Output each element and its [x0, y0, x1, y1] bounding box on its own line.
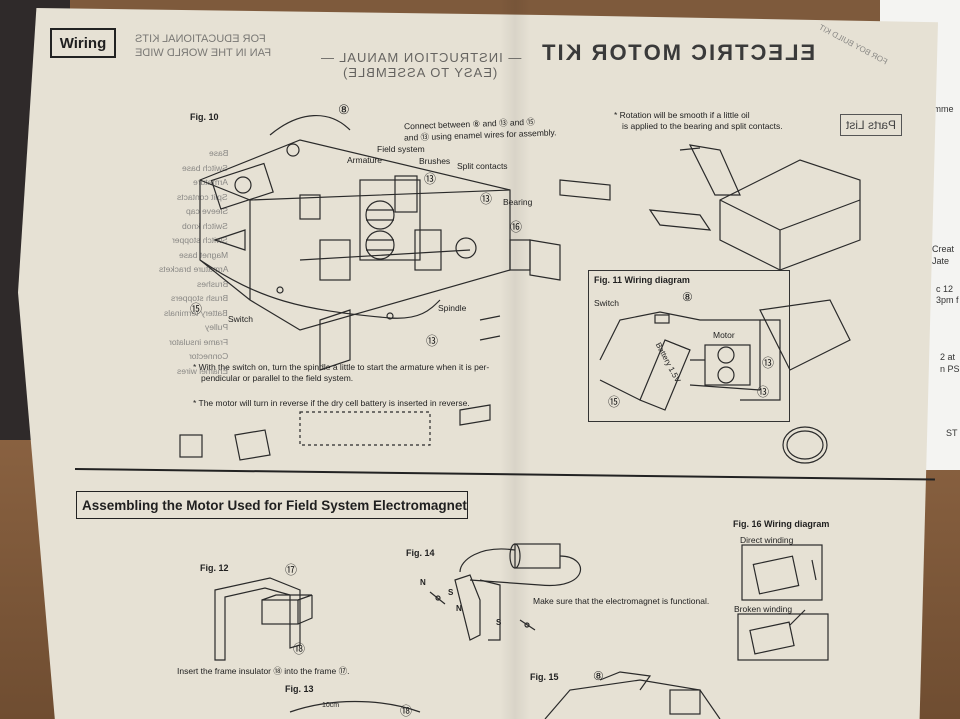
monitor-text: ST [946, 428, 958, 438]
broken-winding-label: Broken winding [734, 604, 793, 614]
part-number: ⑬ [480, 192, 493, 206]
parts-illustrations [179, 144, 861, 464]
label-armature: Armature [347, 155, 382, 165]
fig10-motor-drawing [199, 115, 511, 331]
fig14-drawing [429, 543, 582, 641]
monitor-text: c 12 [936, 284, 954, 294]
assembling-section-title: Assembling the Motor Used for Field Syst… [76, 491, 468, 519]
parts-list-box: Parts List [840, 114, 902, 136]
monitor-text: 3pm f [936, 295, 959, 305]
pole-label: S [448, 588, 454, 597]
part-number: ⑬ [426, 334, 439, 348]
label-spindle: Spindle [438, 303, 467, 313]
label-bearing: Bearing [503, 197, 533, 207]
monitor-text: n PS [940, 364, 960, 374]
part-number: ⑮ [608, 395, 621, 409]
direct-winding-label: Direct winding [740, 535, 794, 545]
monitor-text: Comme [922, 104, 954, 114]
label-field-system: Field system [377, 144, 425, 154]
fig16-title: Fig. 16 Wiring diagram [733, 519, 830, 529]
pole-label: N [420, 578, 426, 587]
fig13-drawing [289, 700, 421, 713]
fig10-note-2: * The motor will turn in reverse if the … [193, 398, 470, 408]
rotation-note: is applied to the bearing and split cont… [622, 121, 783, 131]
pole-label: N [456, 604, 462, 613]
part-number: ⑬ [762, 356, 775, 370]
fig16-drawing [737, 544, 829, 661]
part-number: ⑧ [593, 669, 604, 683]
fig13-title: Fig. 13 [285, 684, 314, 694]
monitor-text: 2 at [940, 352, 956, 362]
fig11-title: Fig. 11 Wiring diagram [594, 275, 690, 285]
fig11-switch-label: Switch [594, 298, 620, 308]
fig10-note-1b: pendicular or parallel to the field syst… [201, 373, 354, 383]
fig12-caption: Insert the frame insulator ⑱ into the fr… [177, 666, 350, 676]
pole-label: S [496, 618, 502, 627]
fig11-frame [588, 270, 790, 422]
fig15-title: Fig. 15 [530, 672, 559, 682]
fig10-note-1: * With the switch on, turn the spindle a… [193, 362, 490, 372]
part-number: ⑯ [510, 220, 523, 234]
label-split-contacts: Split contacts [457, 161, 508, 171]
fig11-motor-label: Motor [713, 330, 735, 340]
monitor-text: Jate [932, 256, 950, 266]
part-number: ⑧ [682, 290, 693, 304]
part-number: ⑧ [338, 102, 350, 117]
label-switch: Switch [228, 314, 254, 324]
part-number: ⑰ [285, 563, 298, 577]
monitor-text: Creat [932, 244, 955, 254]
fig14-caption: Make sure that the electromagnet is func… [533, 596, 710, 606]
wiring-tab: Wiring [50, 28, 116, 58]
paper-fold [500, 0, 530, 719]
fig12-title: Fig. 12 [200, 563, 229, 573]
part-number: ⑮ [190, 302, 203, 316]
fig11-circuit-drawing [599, 311, 781, 411]
label-brushes: Brushes [419, 156, 451, 166]
fig15-drawing [544, 671, 721, 719]
rotation-note: * Rotation will be smooth if a little oi… [614, 110, 750, 120]
part-number: ⑬ [424, 172, 437, 186]
fig12-frame-drawing [214, 577, 313, 661]
fig10-title: Fig. 10 [190, 112, 219, 122]
fig14-title: Fig. 14 [406, 548, 435, 558]
part-number: ⑱ [293, 642, 306, 656]
fig13-length: 10cm [322, 702, 340, 709]
